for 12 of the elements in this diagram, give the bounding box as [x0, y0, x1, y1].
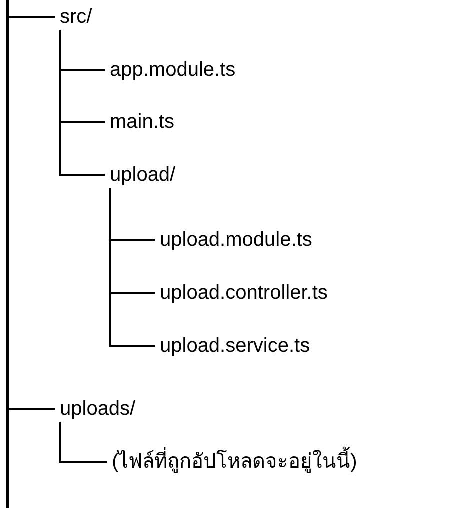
- tree-connector: [7, 0, 55, 410]
- file-name: upload/: [110, 163, 176, 187]
- file-name: uploads/: [60, 397, 136, 421]
- file-name: main.ts: [110, 110, 174, 134]
- file-name: src/: [60, 5, 92, 29]
- file-name: app.module.ts: [110, 58, 236, 82]
- tree-connector: [109, 188, 155, 347]
- file-name: upload.controller.ts: [160, 281, 328, 305]
- file-name: upload.service.ts: [160, 334, 310, 358]
- tree-connector: [59, 30, 105, 176]
- file-name: upload.module.ts: [160, 228, 312, 252]
- tree-connector: [59, 422, 107, 463]
